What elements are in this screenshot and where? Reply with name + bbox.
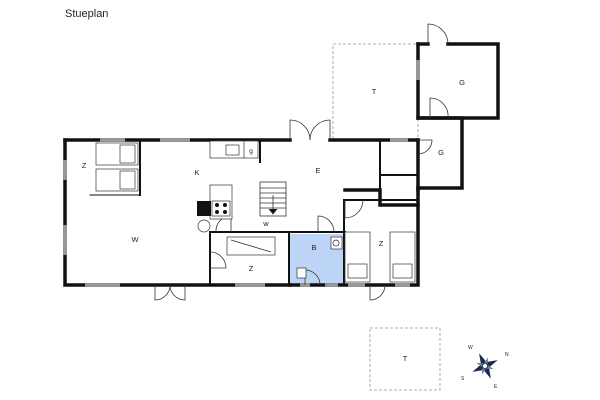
room-label-garage: G [459,78,465,87]
room-label-kitchen: K [194,168,199,177]
room-label-bedroom-right: Z [379,239,384,248]
compass-e: E [494,384,498,390]
compass-n: N [505,352,509,358]
compass-rose: N W S E [461,345,509,390]
compass-s: S [461,376,465,382]
room-label-entrance: E [315,166,320,175]
room-labels: T G G K E Z W w B Z Z T g [82,78,465,363]
room-label-bath: B [311,243,316,252]
utility-fixtures [226,236,343,279]
room-label-garage-lower: G [438,148,444,157]
staircase [259,181,287,217]
plan-title: Stueplan [65,8,109,20]
beds [95,142,416,283]
room-label-terrace-top: T [372,87,377,96]
room-label-terrace-bottom: T [403,354,408,363]
compass-w: W [468,345,473,351]
room-label-living: W [131,235,139,244]
room-label-bedroom-small: Z [249,264,254,273]
fridge-label: g [249,148,253,155]
terrace-bottom-outline [369,327,441,391]
room-label-bedroom-left: Z [82,161,87,170]
interior-walls [89,139,419,286]
kitchen-counters [197,140,259,233]
outer-walls [63,42,500,287]
room-label-washer: w [262,219,269,228]
stove-icon [197,201,211,216]
windows [63,60,420,287]
cooktop-icon [211,200,231,217]
